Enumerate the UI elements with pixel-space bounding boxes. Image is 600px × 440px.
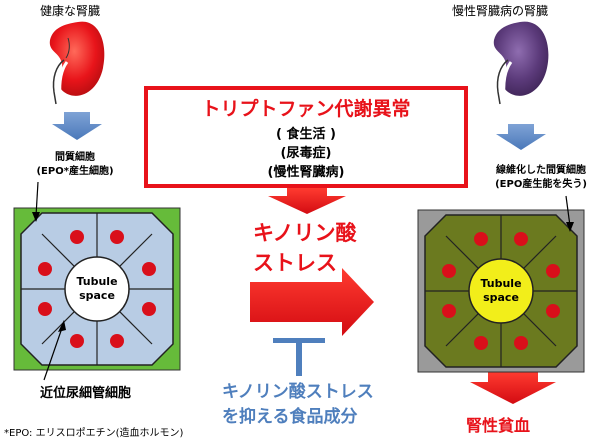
healthy-kidney-icon [49, 21, 105, 105]
inhibitor-line2: を抑える食品成分 [222, 407, 358, 427]
ckd-interstitial-line2: (EPO産生能を失う) [495, 179, 587, 190]
tryptophan-title: トリプトファン代謝異常 [201, 98, 411, 120]
left-interstitial-pointer [32, 181, 40, 222]
tryptophan-box [144, 86, 468, 188]
tryptophan-box-text: トリプトファン代謝異常 ( 食生活 ) (尿毒症) (慢性腎臓病) [146, 92, 466, 180]
healthy-interstitial-line1: 間質細胞 [55, 152, 95, 163]
healthy-tubule-diagram [13, 207, 181, 371]
healthy-tubule-line2: space [79, 289, 115, 302]
anemia-down-arrow-icon [470, 372, 556, 404]
ckd-tubule-line1: Tubule [480, 277, 522, 290]
renal-anemia-label: 腎性貧血 [466, 416, 531, 435]
inhibitor-line1: キノリン酸ストレス [222, 382, 374, 402]
ckd-kidney-caption: 慢性腎臓病の腎臓 [452, 4, 549, 18]
box-line-uremia: (尿毒症) [280, 146, 332, 161]
right-down-arrow-icon [496, 124, 546, 150]
stress-right-arrow-icon [250, 268, 374, 336]
box-line-diet: ( 食生活 ) [276, 127, 336, 142]
ckd-tubule-line2: space [483, 291, 519, 304]
ckd-interstitial-line1: 線維化した間質細胞 [496, 165, 586, 176]
box-line-ckd: (慢性腎臓病) [267, 165, 345, 180]
inhibitor-food-label: キノリン酸ストレス を抑える食品成分 [222, 380, 374, 430]
stress-line2: ストレス [253, 251, 337, 275]
healthy-tubule-space-label: Tubule space [72, 275, 122, 303]
stress-line1: キノリン酸 [253, 221, 357, 245]
ckd-tubule-space-label: Tubule space [476, 277, 526, 305]
healthy-interstitial-line2: (EPO*産生細胞) [36, 166, 114, 177]
left-down-arrow-icon [52, 112, 102, 140]
proximal-cell-pointer [43, 320, 66, 381]
proximal-tubule-cell-label: 近位尿細管細胞 [40, 386, 132, 401]
ckd-tubule-diagram [417, 209, 585, 373]
healthy-interstitial-label: 間質細胞 (EPO*産生細胞) [20, 151, 130, 179]
inhibition-symbol-icon [273, 338, 325, 376]
ckd-interstitial-label: 線維化した間質細胞 (EPO産生能を失う) [486, 164, 596, 192]
healthy-kidney-caption: 健康な腎臓 [40, 4, 101, 18]
epo-footnote: *EPO: エリスロポエチン(造血ホルモン) [4, 428, 184, 439]
quinolinic-stress-label: キノリン酸 ストレス [253, 218, 357, 278]
right-interstitial-pointer [565, 195, 574, 232]
ckd-kidney-icon [493, 21, 549, 105]
box-down-arrow-icon [268, 188, 346, 214]
healthy-tubule-line1: Tubule [76, 275, 118, 288]
